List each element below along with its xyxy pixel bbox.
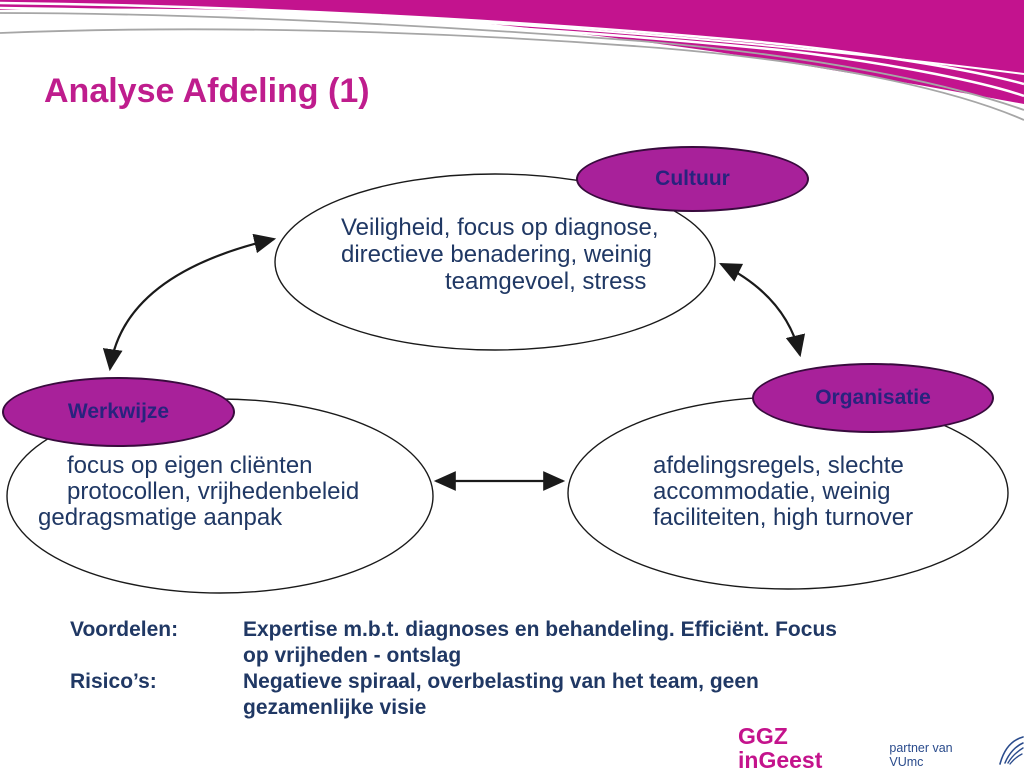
note-term: Voordelen: [70,618,179,641]
header-white-line [329,13,1024,75]
cultuur-text-line: teamgevoel, stress [445,268,647,295]
header-magenta-band [0,0,1024,104]
arrow-cultuur-organisatie [719,263,806,358]
header-gray-line [0,28,1024,121]
note-description: Negatieve spiraal, overbelasting van het… [243,669,963,721]
note-description: Expertise m.b.t. diagnoses en behandelin… [243,617,963,669]
node-label-werkwijze-text: Werkwijze [67,400,170,423]
note-term: Risico’s: [70,670,157,693]
werkwijze-text-line: protocollen, vrijhedenbeleid [67,478,360,505]
logo-brand-text: GGZ inGeest [738,723,823,768]
logo-tagline-text: partner van VUmc [889,741,953,768]
arrow-werkwijze-cultuur [102,233,277,372]
header-gray-line [0,12,1024,111]
node-label-cultuur-text: Cultuur [655,167,730,190]
note-row-risicos: Risico’s: Negatieve spiraal, overbelasti… [70,669,963,721]
cultuur-text-line: Veiligheid, focus op diagnose, [341,214,659,241]
node-label-cultuur: Cultuur [576,146,809,212]
werkwijze-text-line: gedragsmatige aanpak [38,504,283,531]
node-label-werkwijze: Werkwijze [2,377,235,447]
header-white-line [0,6,1024,98]
header-white-line [0,1,1024,86]
note-description-line: Expertise m.b.t. diagnoses en behandelin… [243,618,837,641]
organisatie-text-line: faciliteiten, high turnover [653,504,914,531]
node-label-organisatie-text: Organisatie [815,386,931,409]
organisatie-text-line: accommodatie, weinig [653,478,891,505]
header-swoosh-graphic [0,0,1024,121]
cultuur-text-block: Veiligheid, focus op diagnose, directiev… [341,214,659,295]
werkwijze-text-block: focus op eigen cliënten protocollen, vri… [38,453,359,531]
note-description-line: gezamenlijke visie [243,696,427,719]
note-description-line: op vrijheden - ontslag [243,644,462,667]
organisatie-text-block: afdelingsregels, slechte accommodatie, w… [653,453,913,531]
note-description-line: Negatieve spiraal, overbelasting van het… [243,670,759,693]
werkwijze-text-line: focus op eigen cliënten [67,452,313,479]
feather-swoosh-icon [996,735,1024,768]
cultuur-text-line: directieve benadering, weinig [341,241,652,268]
node-label-organisatie: Organisatie [752,363,994,433]
note-row-voordelen: Voordelen: Expertise m.b.t. diagnoses en… [70,617,963,669]
notes-block: Voordelen: Expertise m.b.t. diagnoses en… [70,617,963,721]
page-title: Analyse Afdeling (1) [44,72,370,110]
footer-logo: GGZ inGeest partner van VUmc [738,724,1024,768]
organisatie-text-line: afdelingsregels, slechte [653,452,904,479]
